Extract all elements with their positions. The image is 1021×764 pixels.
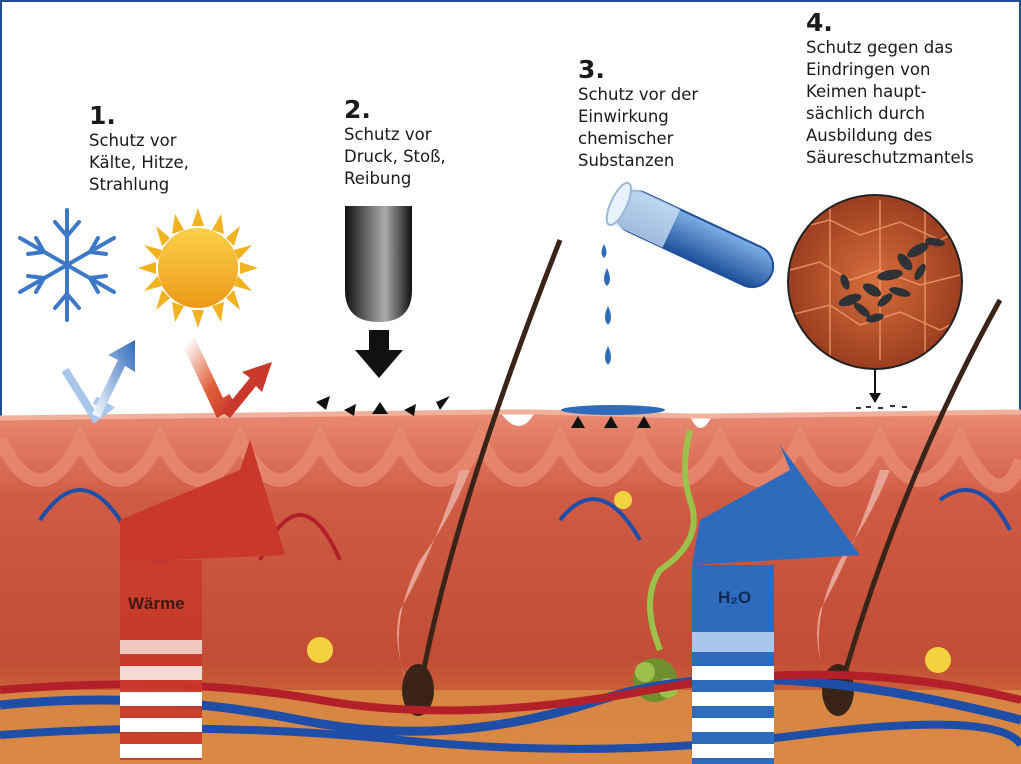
protection-number: 3. [578,56,698,84]
protection-number: 1. [89,102,189,130]
protection-label-2: 2. Schutz vor Druck, Stoß, Reibung [344,96,446,190]
pressure-stamp-icon [345,206,412,378]
cold-reflection-arrow [65,340,135,418]
protection-text: Schutz vor Kälte, Hitze, Strahlung [89,130,189,196]
snowflake-icon [20,210,114,320]
heat-reflection-arrow [188,340,272,418]
water-label: H₂O [718,588,751,608]
protection-text: Schutz vor der Einwirkung chemischer Sub… [578,84,698,172]
heat-label: Wärme [128,594,185,614]
protection-label-3: 3. Schutz vor der Einwirkung chemischer … [578,56,698,172]
sun-icon [138,208,258,328]
protection-label-1: 1. Schutz vor Kälte, Hitze, Strahlung [89,102,189,196]
protection-label-4: 4. Schutz gegen das Eindringen von Keime… [806,9,974,169]
test-tube-icon [602,180,781,365]
magnified-germs-icon [787,194,963,403]
protection-number: 2. [344,96,446,124]
protection-number: 4. [806,9,974,37]
surface-germs [856,405,907,409]
protection-text: Schutz gegen das Eindringen von Keimen h… [806,37,974,169]
protection-text: Schutz vor Druck, Stoß, Reibung [344,124,446,190]
